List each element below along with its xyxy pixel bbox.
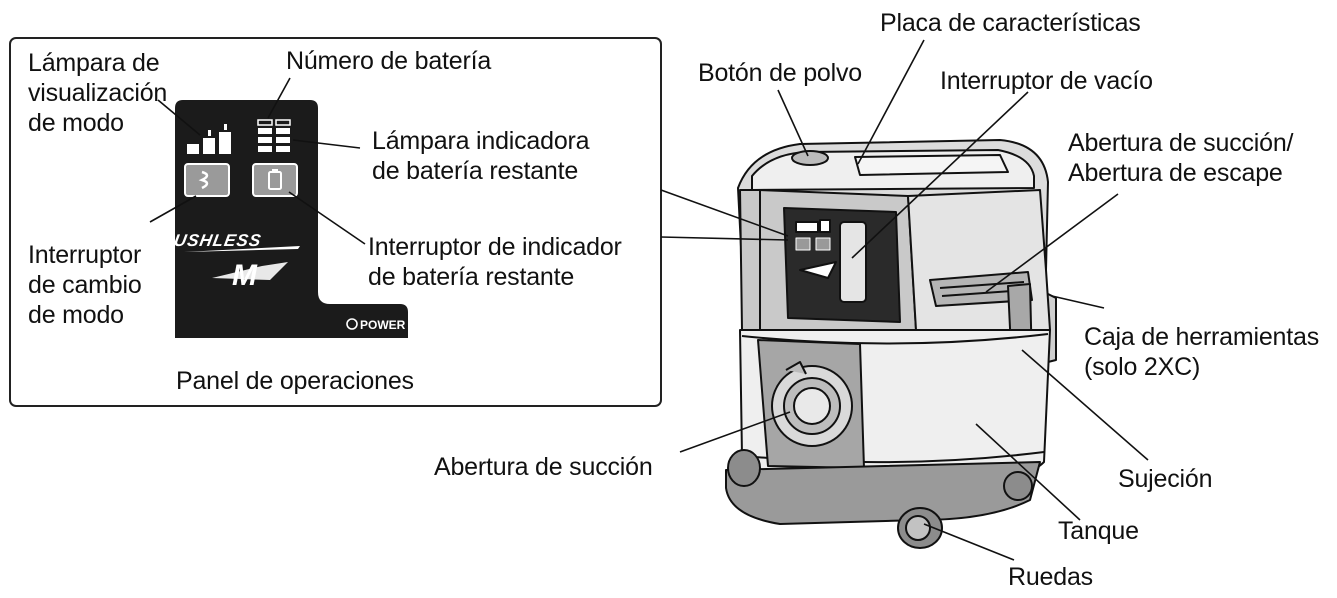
label-mode-lamp: Lámpara de visualización de modo xyxy=(28,48,167,138)
leader-tool-box xyxy=(1051,295,1105,309)
power-icon xyxy=(346,318,358,330)
label-dust-button: Botón de polvo xyxy=(698,59,862,87)
mode-lamp-icon xyxy=(187,124,231,154)
label-operation-panel: Panel de operaciones xyxy=(176,367,414,395)
label-vacuum-switch: Interruptor de vacío xyxy=(940,67,1153,95)
label-battery-lamp-line-1: Lámpara indicadora xyxy=(372,127,590,155)
label-mode-switch: Interruptor de cambio de modo xyxy=(28,240,142,330)
label-suction-opening: Abertura de succión xyxy=(434,453,653,481)
vacuum-body xyxy=(725,139,1057,549)
battery-switch-button-icon xyxy=(252,163,298,197)
power-text: POWER xyxy=(360,318,406,332)
label-mode-lamp-line-2: visualización xyxy=(28,79,168,107)
leader-battery-switch xyxy=(288,191,366,245)
leader-clamp xyxy=(1021,349,1149,461)
label-battery-number: Número de batería xyxy=(286,47,492,75)
label-tool-box: Caja de herramientas (solo 2XC) xyxy=(1084,322,1319,382)
label-tool-box-line-2: (solo 2XC) xyxy=(1084,353,1201,381)
label-suction-exhaust-line-2: Abertura de escape xyxy=(1068,159,1283,187)
leader-wheels xyxy=(923,523,1015,561)
connector-bottom xyxy=(660,236,789,241)
leader-suction-opening xyxy=(679,411,791,453)
label-mode-lamp-line-1: Lámpara de xyxy=(28,49,160,77)
leader-rating-plate xyxy=(857,39,925,165)
label-battery-switch-line-2: de batería restante xyxy=(368,263,575,291)
label-battery-switch: Interruptor de indicador de batería rest… xyxy=(368,232,622,292)
label-battery-lamp-line-2: de batería restante xyxy=(372,157,579,185)
leader-vacuum-switch xyxy=(851,91,1029,259)
wheel-front-left xyxy=(727,449,761,487)
leader-mode-lamp xyxy=(157,99,201,136)
brushless-underline xyxy=(184,246,300,252)
leader-dust-button xyxy=(777,89,809,157)
label-clamp: Sujeción xyxy=(1118,465,1213,493)
leader-battery-lamp xyxy=(292,139,361,149)
leader-mode-switch xyxy=(149,195,197,223)
label-battery-switch-line-1: Interruptor de indicador xyxy=(368,233,622,261)
label-mode-lamp-line-3: de modo xyxy=(28,109,124,137)
leader-battery-number xyxy=(267,77,291,119)
vacuum-switch-shape xyxy=(839,221,867,303)
label-rating-plate: Placa de características xyxy=(880,9,1141,37)
label-mode-switch-line-1: Interruptor xyxy=(28,241,142,269)
dust-button-shape xyxy=(791,150,829,166)
label-suction-exhaust: Abertura de succión/ Abertura de escape xyxy=(1068,128,1294,188)
label-battery-lamp: Lámpara indicadora de batería restante xyxy=(372,126,590,186)
battery-lamp-icon xyxy=(257,119,291,152)
label-tool-box-line-1: Caja de herramientas xyxy=(1084,323,1320,351)
rating-plate-shape xyxy=(854,154,1009,176)
label-mode-switch-line-3: de modo xyxy=(28,301,124,329)
brushless-brand-text: BRUSHLESS xyxy=(146,230,263,250)
wheel-rear xyxy=(1003,471,1033,501)
label-wheels: Ruedas xyxy=(1008,563,1093,591)
leader-suction-exhaust xyxy=(985,193,1119,293)
label-mode-switch-line-2: de cambio xyxy=(28,271,142,299)
leader-tank xyxy=(975,423,1081,521)
label-tank: Tanque xyxy=(1058,517,1139,545)
connector-top xyxy=(660,189,789,237)
mode-switch-button-icon xyxy=(184,163,230,197)
m-logo-mark xyxy=(212,262,288,280)
operation-panel-inset xyxy=(9,37,662,407)
label-suction-exhaust-line-1: Abertura de succión/ xyxy=(1068,129,1294,157)
